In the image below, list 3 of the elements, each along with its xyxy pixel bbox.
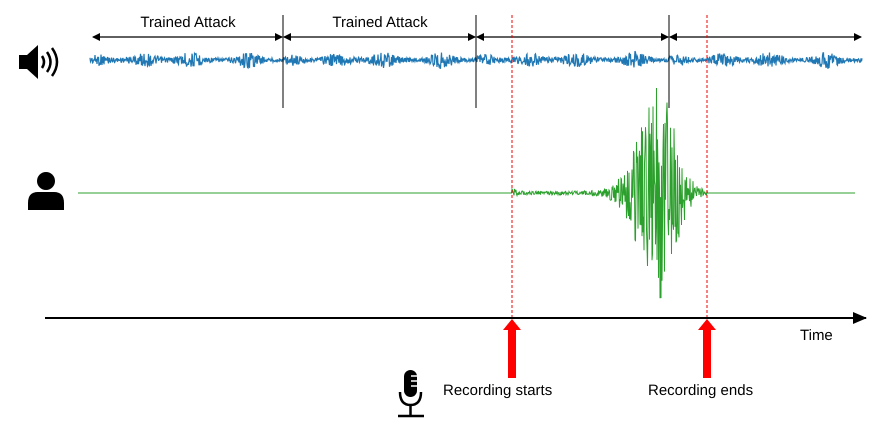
event-label: Recording ends <box>648 382 754 400</box>
event-label: Recording starts <box>443 382 552 400</box>
axis-label: Time <box>800 327 833 345</box>
